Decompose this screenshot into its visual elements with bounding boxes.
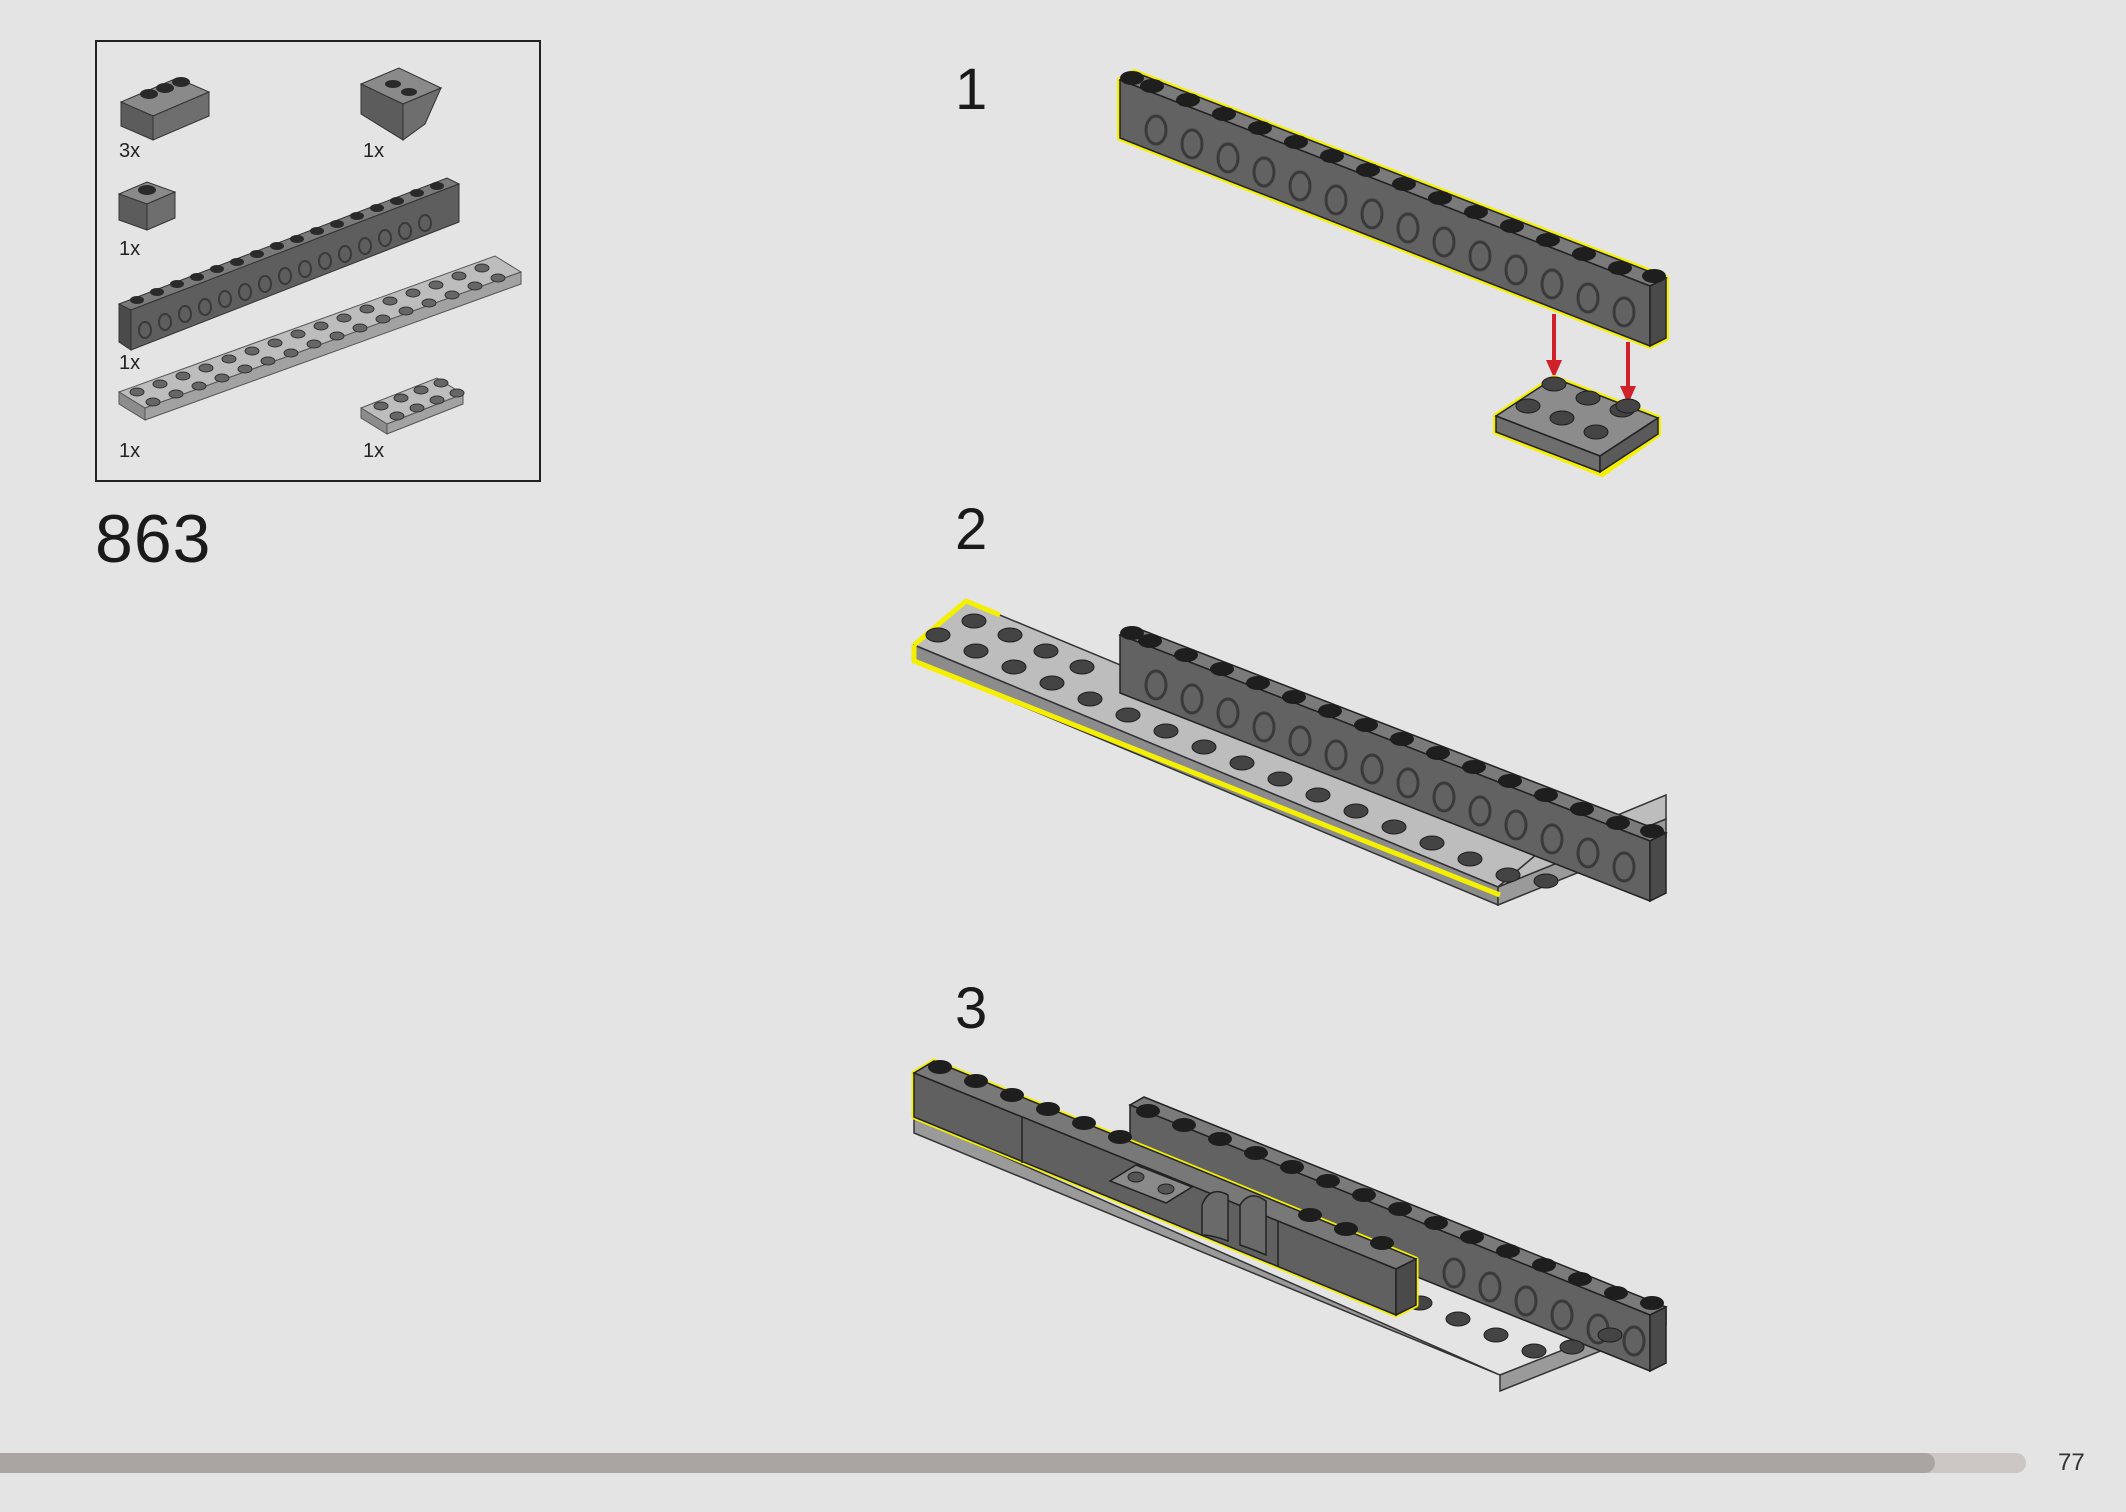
part-quantity: 1x (119, 440, 141, 462)
plate-2x16-part (117, 255, 523, 421)
progress-bar (0, 1453, 2026, 1473)
parts-list-box: 3x 1x 1x (95, 40, 541, 482)
step-3-illustration (911, 1058, 1668, 1393)
part-quantity: 1x (363, 440, 385, 462)
slope-inverted-part (359, 67, 443, 141)
page-number: 77 (2058, 1449, 2085, 1476)
step-2-illustration (911, 598, 1668, 907)
sub-step-number: 863 (95, 501, 212, 577)
part-quantity: 3x (119, 140, 141, 162)
technic-beam-part (117, 177, 461, 351)
step-3-number: 3 (955, 976, 988, 1041)
step-1-number: 1 (955, 57, 988, 122)
part-quantity: 1x (119, 352, 141, 374)
progress-bar-fill (0, 1453, 1935, 1473)
plate-2x4-part (359, 377, 465, 435)
brick-1x1-round-part (117, 181, 177, 231)
step-1-illustration (1117, 69, 1669, 477)
part-quantity: 1x (363, 140, 385, 162)
part-quantity: 1x (119, 238, 141, 260)
brick-1x2-part (119, 77, 211, 141)
step-2-number: 2 (955, 497, 988, 562)
